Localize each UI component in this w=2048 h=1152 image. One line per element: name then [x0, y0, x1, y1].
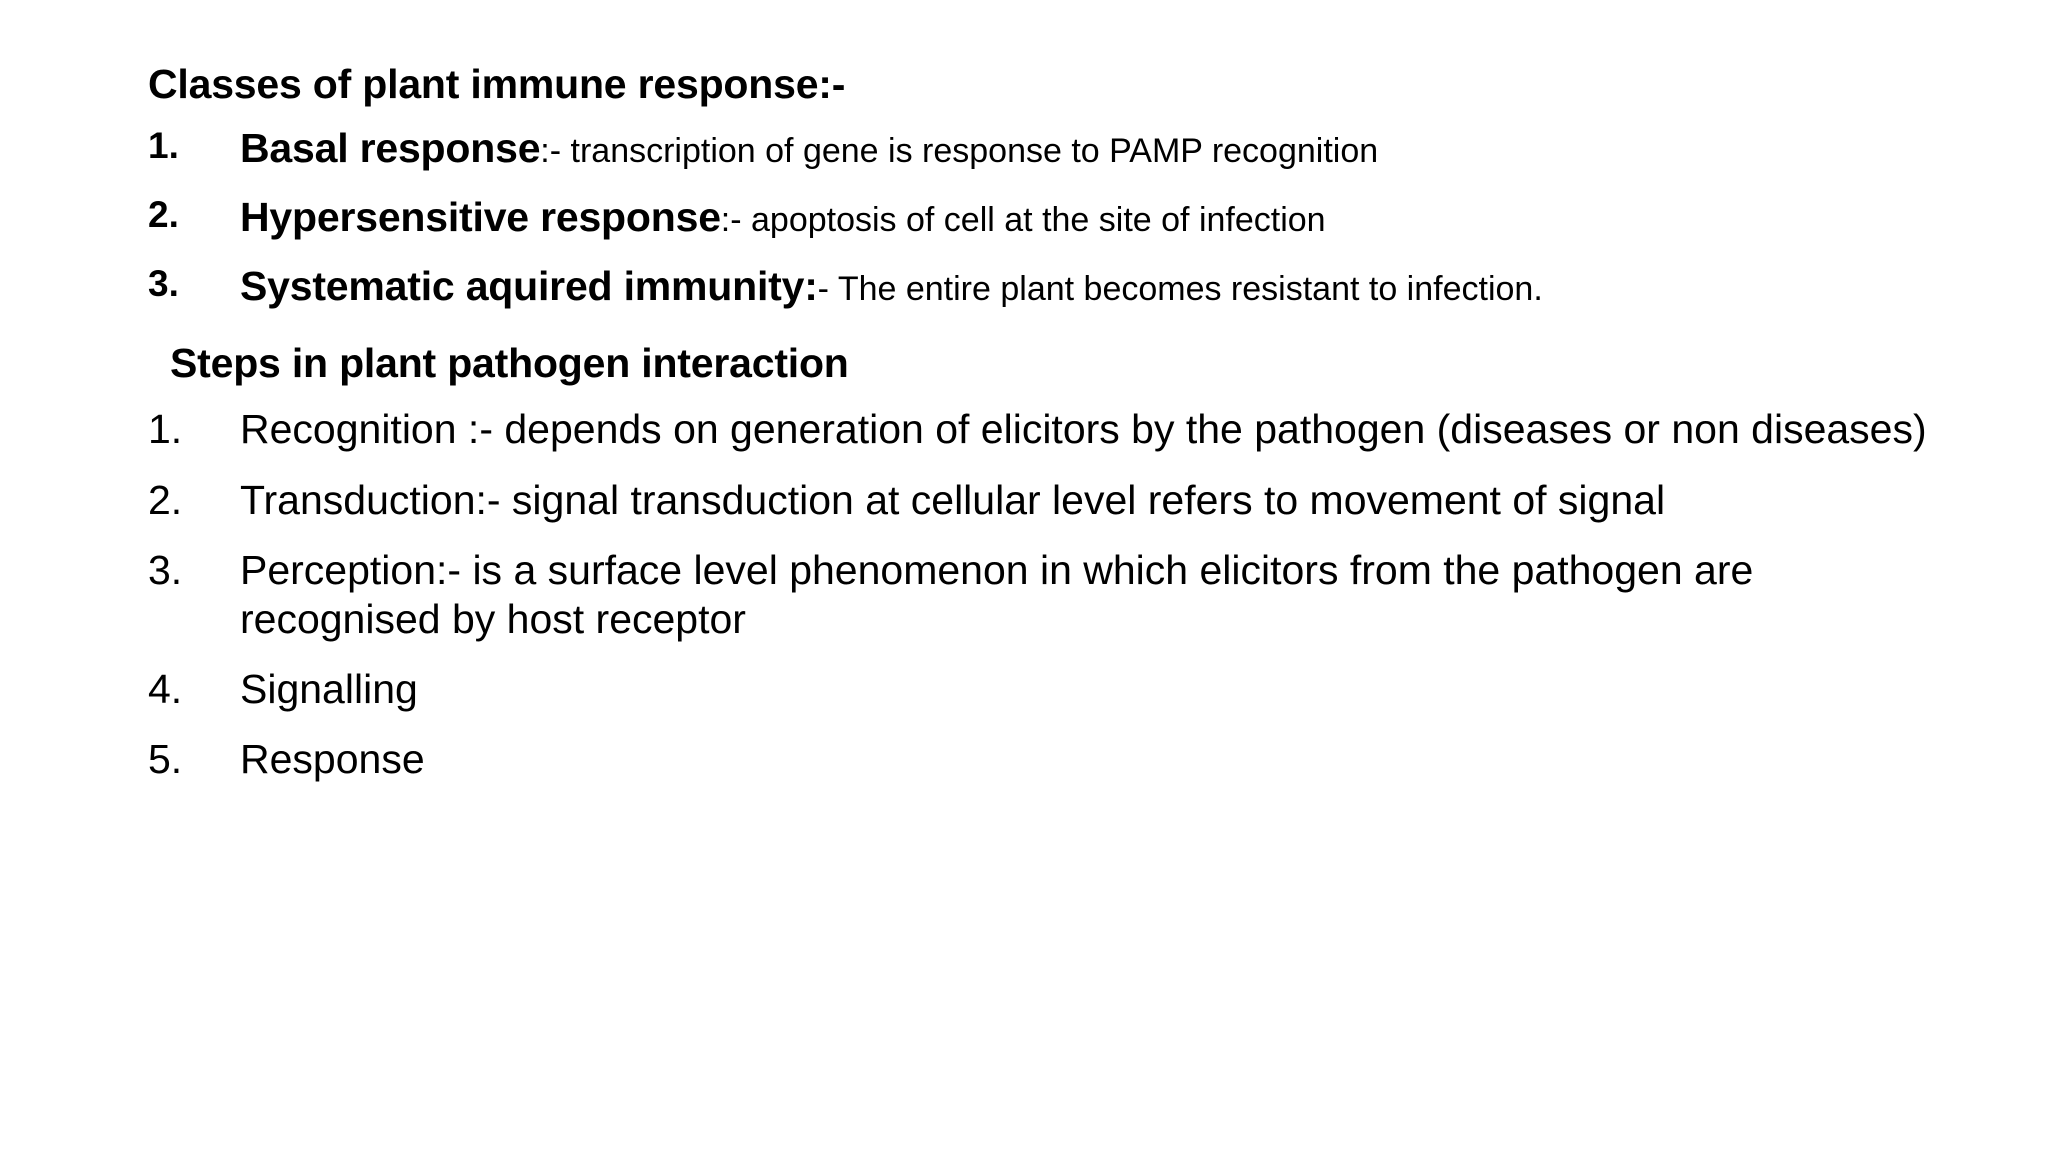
list-item: 2. Transduction:- signal transduction at…	[148, 476, 1928, 524]
section-heading-classes: Classes of plant immune response:-	[148, 61, 846, 107]
list-marker: 1.	[148, 406, 183, 453]
list-item: 3. Systematic aquired immunity:- The ent…	[148, 262, 1928, 311]
list-item-text: Perception:- is a surface level phenomen…	[240, 547, 1754, 642]
list-marker: 3.	[148, 263, 179, 305]
list-marker: 4.	[148, 665, 183, 712]
list-item-tail: - The entire plant becomes resistant to …	[817, 270, 1543, 309]
list-marker: 5.	[148, 736, 183, 783]
list-marker: 2.	[148, 194, 179, 236]
list-item-tail: :- apoptosis of cell at the site of infe…	[720, 201, 1326, 240]
classes-list: 1. Basal response:- transcription of gen…	[148, 124, 1928, 312]
list-item-tail: :- transcription of gene is response to …	[540, 131, 1379, 170]
list-item-lead: Hypersensitive response	[240, 194, 721, 241]
list-item-text: Recognition :- depends on generation of …	[240, 406, 1927, 453]
list-item-text: Transduction:- signal transduction at ce…	[240, 476, 1666, 523]
list-item-text: Signalling	[240, 665, 418, 712]
slide-content-body: Classes of plant immune response:- 1. Ba…	[148, 61, 1928, 806]
section-heading-steps: Steps in plant pathogen interaction	[170, 340, 849, 387]
list-marker: 3.	[148, 547, 183, 594]
list-item-lead: Basal response	[240, 124, 541, 171]
list-item: 1. Basal response:- transcription of gen…	[148, 124, 1928, 173]
list-marker: 1.	[148, 124, 179, 166]
list-item: 4. Signalling	[148, 665, 1928, 713]
list-item: 1. Recognition :- depends on generation …	[148, 405, 1928, 453]
list-item: 3. Perception:- is a surface level pheno…	[148, 546, 1928, 643]
steps-list: 1. Recognition :- depends on generation …	[148, 405, 1928, 783]
list-item: 5. Response	[148, 735, 1928, 783]
list-marker: 2.	[148, 476, 183, 523]
list-item: 2. Hypersensitive response:- apoptosis o…	[148, 193, 1928, 242]
list-item-lead: Systematic aquired immunity:	[240, 263, 818, 310]
list-item-text: Response	[240, 736, 425, 783]
